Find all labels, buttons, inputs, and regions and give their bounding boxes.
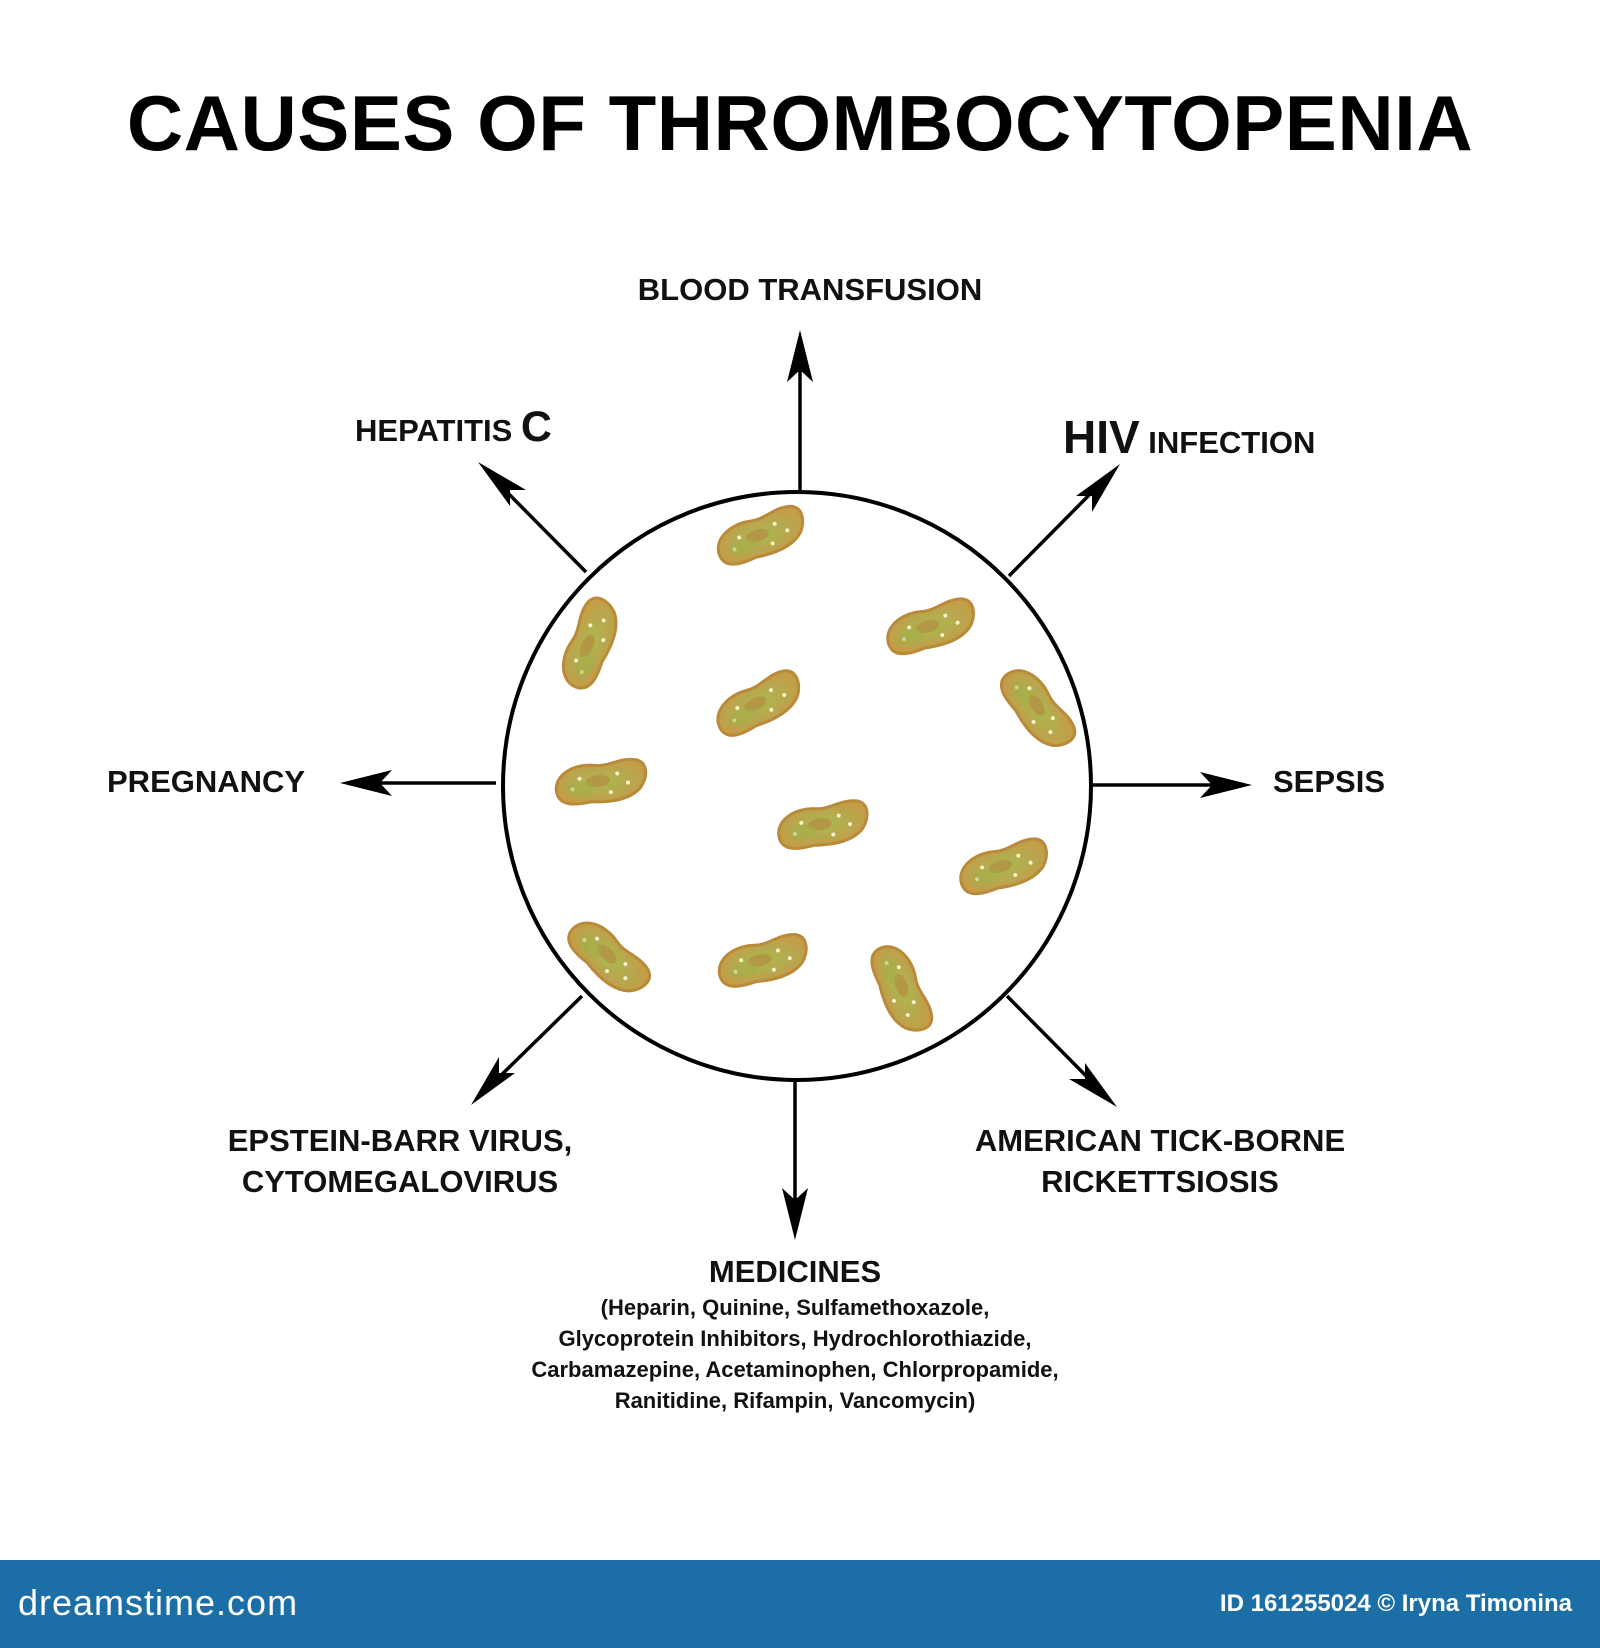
label-hiv-text: HIV [1063, 411, 1140, 463]
footer-bar: dreamstime.com ID 161255024 © Iryna Timo… [0, 1560, 1600, 1648]
platelet-cell [777, 799, 869, 850]
platelet-cell [554, 757, 648, 806]
platelets-group [554, 504, 1077, 1032]
medicines-list-line: Ranitidine, Rifampin, Vancomycin) [614, 1388, 976, 1413]
arrow-hepatitis-c [478, 462, 588, 574]
brand-logo[interactable]: dreamstime.com [18, 1582, 299, 1623]
label-tick-line2: RICKETTSIOSIS [1041, 1164, 1279, 1199]
image-credit: ID 161255024 © Iryna Timonina [1219, 1590, 1572, 1617]
label-hepatitis-c: HEPATITIS C [355, 403, 552, 452]
label-rickettsiosis: AMERICAN TICK-BORNE RICKETTSIOSIS [940, 1120, 1380, 1202]
arrow-blood-transfusion [787, 330, 813, 490]
label-ebv-line2: CYTOMEGALOVIRUS [241, 1164, 559, 1199]
label-blood-transfusion: BLOOD TRANSFUSION [637, 272, 983, 307]
platelet-cell [716, 504, 805, 566]
medicines-list-line: (Heparin, Quinine, Sulfamethoxazole, [600, 1295, 990, 1320]
label-epstein-barr: EPSTEIN-BARR VIRUS, CYTOMEGALOVIRUS [190, 1120, 610, 1202]
label-infection-text: INFECTION [1139, 425, 1316, 460]
label-hepatitis-text: HEPATITIS [355, 413, 521, 448]
platelet-cell [870, 945, 934, 1032]
page-title: CAUSES OF THROMBOCYTOPENIA [126, 79, 1474, 167]
label-hepatitis-letter: C [520, 403, 552, 451]
arrow-pregnancy [340, 770, 496, 796]
platelet-cell [567, 921, 651, 993]
label-medicines: MEDICINES (Heparin, Quinine, Sulfamethox… [430, 1252, 1160, 1416]
platelet-cell [717, 933, 808, 988]
causes-diagram [340, 330, 1252, 1240]
label-hiv-infection: HIV INFECTION [1063, 410, 1315, 464]
label-sepsis: SEPSIS [1273, 764, 1385, 799]
medicines-list-line: Glycoprotein Inhibitors, Hydrochlorothia… [558, 1326, 1032, 1351]
arrow-medicines [782, 1082, 808, 1240]
arrow-epstein-barr [471, 994, 584, 1105]
arrow-hiv-infection [1007, 464, 1120, 578]
arrow-rickettsiosis [1005, 994, 1117, 1107]
label-tick-line1: AMERICAN TICK-BORNE [974, 1123, 1346, 1158]
platelet-cell [886, 597, 975, 656]
platelet-cell [561, 596, 618, 690]
arrow-sepsis [1093, 772, 1252, 798]
platelet-cell [959, 837, 1048, 896]
label-ebv-line1: EPSTEIN-BARR VIRUS, [227, 1123, 573, 1158]
label-pregnancy: PREGNANCY [107, 764, 306, 799]
medicines-heading: MEDICINES [708, 1254, 882, 1289]
platelet-cell [999, 669, 1077, 747]
platelet-cell [716, 669, 801, 737]
medicines-list-line: Carbamazepine, Acetaminophen, Chlorpropa… [531, 1357, 1059, 1382]
